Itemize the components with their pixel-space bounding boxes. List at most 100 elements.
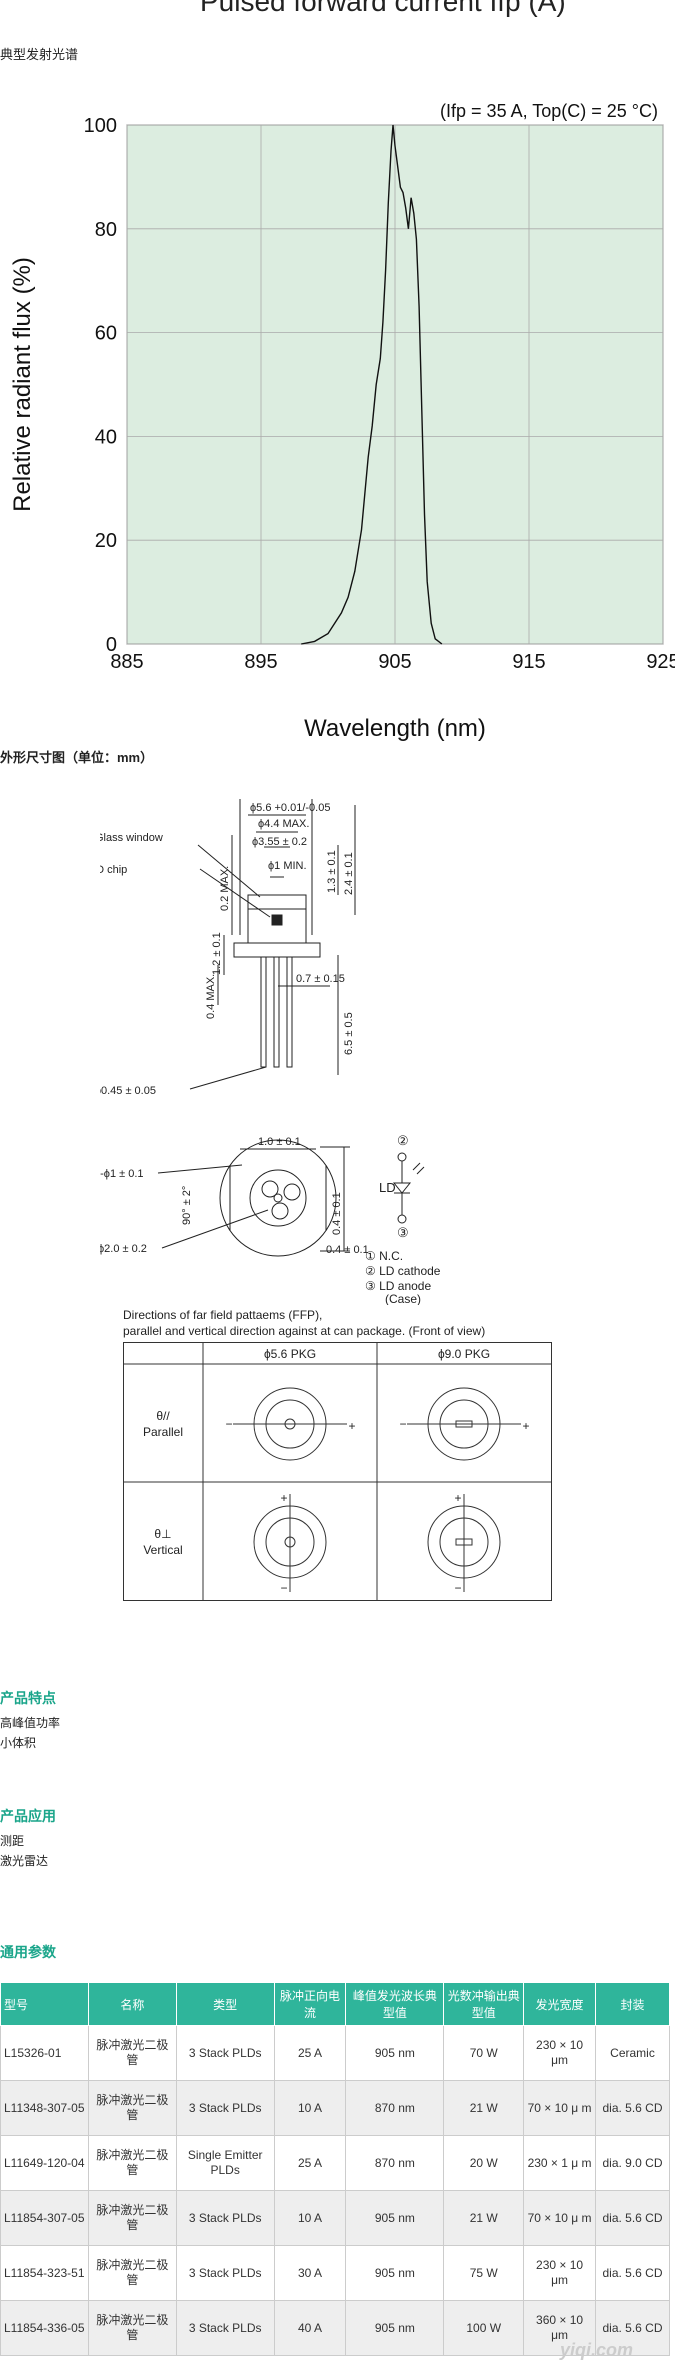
label-holes: 2-ϕ1 ± 0.1 xyxy=(100,1168,144,1180)
ffp-col-1: ϕ5.6 PKG xyxy=(264,1347,316,1361)
cell-emitting-width: 70 × 10 μ m xyxy=(523,2190,596,2246)
params-table: 型号 名称 类型 脉冲正向电流 峰值发光波长典型值 光数冲输出典型值 发光宽度 … xyxy=(0,1982,670,2356)
cell-current: 40 A xyxy=(273,2300,347,2356)
chart-condition-label: (Ifp = 35 A, Top(C) = 25 °C) xyxy=(440,101,658,121)
cell-output: 70 W xyxy=(443,2025,525,2081)
label-w-10: 1.0 ± 0.1 xyxy=(258,1136,301,1148)
y-tick-label: 60 xyxy=(95,323,117,345)
label-w-04b: 0.4 ± 0.1 xyxy=(326,1244,369,1256)
label-d-20: ϕ2.0 ± 0.2 xyxy=(100,1243,147,1255)
y-tick-label: 80 xyxy=(95,219,117,241)
spectrum-chart: 885 895 905 915 925 0 20 40 60 80 100 (Ifp = 35 A, … xyxy=(9,101,675,742)
cell-current: 25 A xyxy=(273,2025,347,2081)
cell-package: dia. 5.6 CD xyxy=(595,2245,670,2301)
header-output: 光数冲输出典型值 xyxy=(443,1982,525,2026)
pin-bottom-symbol: ③ xyxy=(397,1225,409,1240)
pin-1 xyxy=(260,956,267,1068)
cell-model: L11348-307-05 xyxy=(0,2080,89,2136)
x-tick-label: 915 xyxy=(512,651,545,673)
cell-package: dia. 5.6 CD xyxy=(595,2300,670,2356)
cell-current: 30 A xyxy=(273,2245,347,2301)
ffp-row1-symbol: θ// xyxy=(156,1409,170,1423)
cell-name: 脉冲激光二极管 xyxy=(87,2025,177,2081)
cell-package: dia. 5.6 CD xyxy=(595,2080,670,2136)
header-type: 类型 xyxy=(175,1982,275,2026)
header-emitting-width: 发光宽度 xyxy=(523,1982,596,2026)
ffp-table: ϕ5.6 PKG ϕ9.0 PKG θ// Parallel θ⊥ Vertic… xyxy=(123,1342,552,1601)
applications-heading: 产品应用 xyxy=(0,1808,56,1824)
label-h-65: 6.5 ± 0.5 xyxy=(343,1012,355,1055)
cell-output: 21 W xyxy=(443,2080,525,2136)
label-h-02: 0.2 MAX. xyxy=(219,866,231,911)
x-tick-label: 895 xyxy=(244,651,277,673)
x-tick-label: 905 xyxy=(378,651,411,673)
cell-model: L11854-307-05 xyxy=(0,2190,89,2246)
cell-emitting-width: 360 × 10 μm xyxy=(523,2300,596,2356)
front-view-outer xyxy=(219,1139,337,1257)
cell-type: 3 Stack PLDs xyxy=(175,2025,275,2081)
cell-wavelength: 905 nm xyxy=(345,2245,445,2301)
cell-output: 75 W xyxy=(443,2245,525,2301)
ffp-caption-2: parallel and vertical direction against … xyxy=(123,1324,486,1338)
label-angle: 90° ± 2° xyxy=(181,1186,193,1225)
dimensions-heading: 外形尺寸图（单位：mm） xyxy=(0,750,154,765)
x-tick-label: 885 xyxy=(110,651,143,673)
ld-symbol-label: LD xyxy=(379,1180,396,1195)
label-pins: 3- ϕ0.45 ± 0.05 xyxy=(100,1085,156,1097)
cell-name: 脉冲激光二极管 xyxy=(87,2190,177,2246)
feature-item-1: 高峰值功率 xyxy=(0,1716,61,1730)
label-h-04: 0.4 MAX. xyxy=(205,974,217,1019)
cut-off-axis-title: Pulsed forward current Ifp (A) xyxy=(200,0,566,17)
flange xyxy=(233,942,321,958)
y-axis-label: Relative radiant flux (%) xyxy=(9,257,36,512)
ffp-row2-symbol: θ⊥ xyxy=(154,1527,171,1541)
cell-wavelength: 870 nm xyxy=(345,2080,445,2136)
y-tick-label: 0 xyxy=(106,634,117,656)
cell-name: 脉冲激光二极管 xyxy=(87,2080,177,2136)
label-h-24: 2.4 ± 0.1 xyxy=(343,852,355,895)
ld-chip-mark xyxy=(271,914,283,926)
watermark: yiqi.com xyxy=(560,2340,634,2360)
label-w-07: 0.7 ± 0.15 xyxy=(296,973,345,985)
pin-3 xyxy=(286,956,293,1068)
ffp-col-2: ϕ9.0 PKG xyxy=(438,1347,490,1361)
header-model: 型号 xyxy=(0,1982,89,2026)
pin-hole-2 xyxy=(283,1183,301,1201)
cell-emitting-width: 230 × 10 μm xyxy=(523,2025,596,2081)
cell-package: dia. 9.0 CD xyxy=(595,2135,670,2191)
y-tick-label: 20 xyxy=(95,530,117,552)
application-item-2: 激光雷达 xyxy=(0,1854,49,1868)
label-d-outer: ϕ5.6 +0.01/-0.05 xyxy=(250,802,330,814)
cell-model: L11854-323-51 xyxy=(0,2245,89,2301)
params-header-row: 型号 名称 类型 脉冲正向电流 峰值发光波长典型值 光数冲输出典型值 发光宽度 … xyxy=(0,1982,670,2026)
cell-name: 脉冲激光二极管 xyxy=(87,2245,177,2301)
label-w-04a: 0.4 ± 0.1 xyxy=(331,1192,343,1235)
ffp-plus-3: + xyxy=(280,1491,287,1505)
cell-type: 3 Stack PLDs xyxy=(175,2080,275,2136)
cell-current: 25 A xyxy=(273,2135,347,2191)
pin-legend-2: ② LD cathode xyxy=(365,1264,441,1278)
header-package: 封装 xyxy=(595,1982,670,2026)
feature-item-2: 小体积 xyxy=(0,1736,37,1750)
pin-legend-4: (Case) xyxy=(385,1292,421,1305)
ffp-row1-name: Parallel xyxy=(143,1425,183,1439)
cell-output: 20 W xyxy=(443,2135,525,2191)
cell-emitting-width: 230 × 10 μm xyxy=(523,2245,596,2301)
y-tick-label: 40 xyxy=(95,426,117,448)
label-h-12: 1.2 ± 0.1 xyxy=(211,932,223,975)
params-heading: 通用参数 xyxy=(0,1944,56,1960)
ffp-plus-1: + xyxy=(348,1419,355,1433)
cell-wavelength: 905 nm xyxy=(345,2300,445,2356)
pin-hole-1 xyxy=(261,1180,279,1198)
y-tick-label: 100 xyxy=(84,115,117,137)
pin-top-symbol: ② xyxy=(397,1133,409,1148)
label-d-355: ϕ3.55 ± 0.2 xyxy=(252,836,307,848)
cell-current: 10 A xyxy=(273,2190,347,2246)
header-wavelength: 峰值发光波长典型值 xyxy=(345,1982,445,2026)
x-tick-label: 925 xyxy=(646,651,675,673)
